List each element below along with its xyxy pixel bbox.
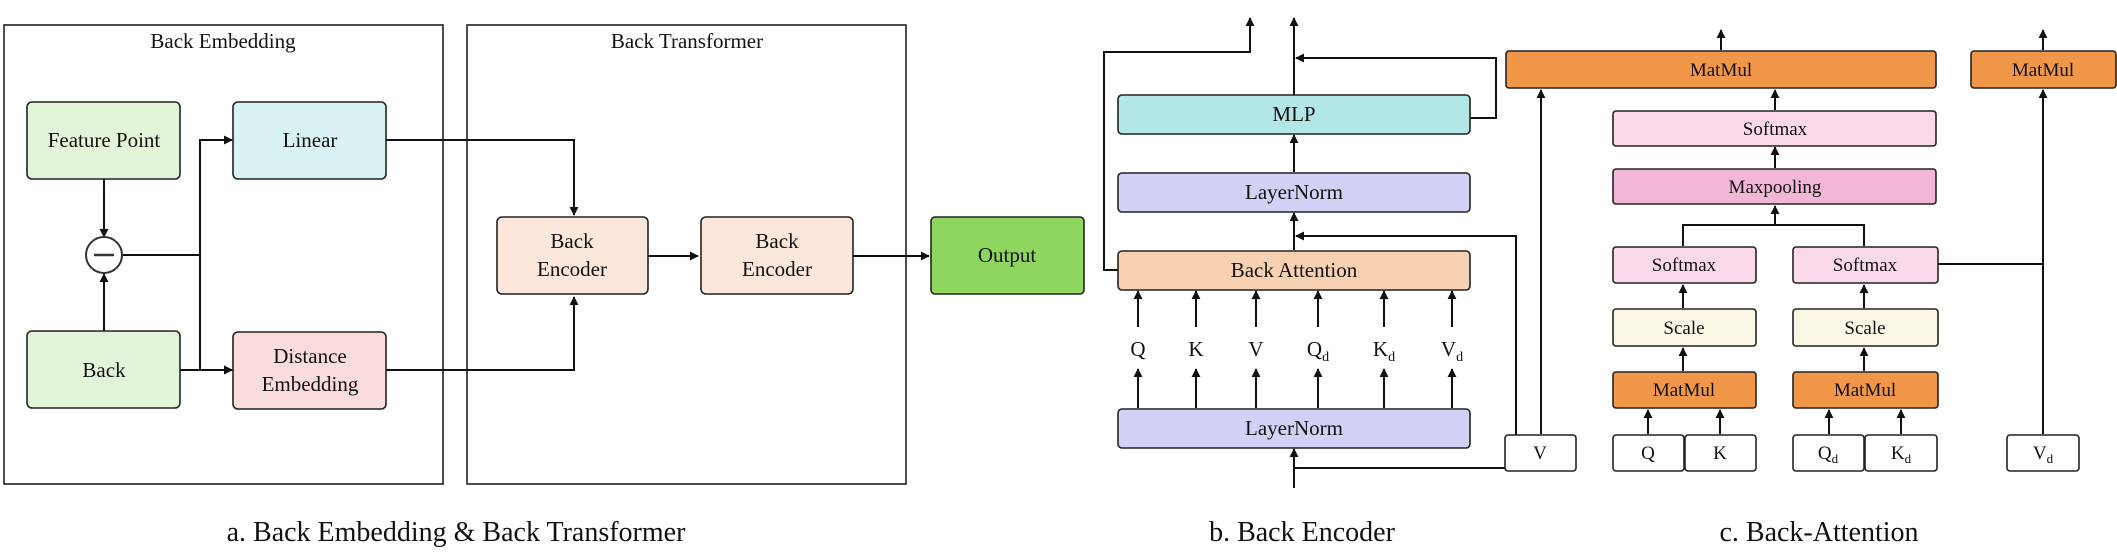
input-label-qd: Qd — [1307, 337, 1329, 365]
back-embedding-title: Back Embedding — [150, 29, 296, 53]
back-embedding-frame — [3, 24, 444, 485]
distance-embedding-label-2: Embedding — [262, 372, 359, 396]
matmul-top-box — [1505, 50, 1937, 89]
input-label-k: K — [1188, 337, 1203, 361]
merge-softmax-branches — [1682, 224, 1865, 246]
input-kd-box — [1864, 434, 1938, 472]
maxpooling-box — [1612, 168, 1937, 205]
caption-a: a. Back Embedding & Back Transformer — [227, 517, 686, 548]
softmax-right-box — [1792, 246, 1939, 284]
layernorm-bottom-box — [1117, 408, 1471, 449]
output-label: Output — [978, 243, 1037, 267]
mlp-box — [1117, 94, 1471, 135]
back-encoder-2-label-1: Back — [755, 229, 799, 253]
arrow-distance-to-encoder — [386, 296, 579, 371]
input-arrows — [1133, 290, 1457, 408]
input-vd-label: Vd — [2033, 443, 2054, 466]
scale-left-label: Scale — [1663, 318, 1704, 339]
input-label-v: V — [1248, 337, 1263, 361]
matmul-mid-label: MatMul — [1834, 380, 1896, 401]
arrow-attention-out — [1103, 17, 1255, 271]
mlp-label: MLP — [1272, 102, 1315, 126]
feature-point-label: Feature Point — [48, 128, 161, 152]
back-transformer-frame — [466, 24, 907, 485]
softmax-left-box — [1612, 246, 1757, 284]
matmul-top-label: MatMul — [1690, 60, 1752, 81]
input-k-label: K — [1713, 443, 1727, 464]
caption-c: c. Back-Attention — [1719, 517, 1918, 548]
matmul-mid-box — [1792, 371, 1939, 409]
input-vd-box — [2006, 434, 2080, 472]
input-label-kd: Kd — [1373, 337, 1395, 365]
softmax-right-label: Softmax — [1833, 255, 1898, 276]
back-label: Back — [82, 358, 126, 382]
input-qd-box — [1792, 434, 1865, 472]
input-v-box — [1504, 434, 1577, 472]
back-encoder-2-box — [700, 216, 854, 295]
input-q-box — [1612, 434, 1685, 472]
arrow-linear-to-encoder — [386, 139, 579, 216]
feature-point-box — [26, 101, 181, 180]
softmax-top-label: Softmax — [1743, 119, 1808, 140]
linear-label: Linear — [283, 128, 338, 152]
matmul-left-label: MatMul — [1653, 380, 1715, 401]
distance-embedding-label-1: Distance — [273, 344, 346, 368]
input-k-box — [1684, 434, 1757, 472]
panel-c: MatMul MatMul Softmax Maxpooling Softmax… — [1504, 29, 2117, 548]
back-encoder-1-box — [496, 216, 649, 295]
panel-a: Back Embedding Back Transformer Feature … — [3, 24, 1085, 548]
residual-mlp — [1295, 53, 1497, 119]
input-v-label: V — [1533, 443, 1547, 464]
back-attention-box — [1117, 250, 1471, 291]
matmul-right-label: MatMul — [2012, 60, 2074, 81]
caption-b: b. Back Encoder — [1209, 517, 1395, 548]
back-transformer-title: Back Transformer — [611, 29, 763, 53]
scale-right-box — [1792, 308, 1939, 347]
softmax-left-label: Softmax — [1652, 255, 1717, 276]
output-box — [930, 216, 1085, 295]
distance-embedding-box — [232, 331, 387, 410]
panel-b: MLP LayerNorm Back Attention LayerNorm Q… — [1103, 17, 1517, 548]
layernorm-top-box — [1117, 172, 1471, 213]
input-label-q: Q — [1130, 337, 1145, 361]
input-label-vd: Vd — [1441, 337, 1463, 365]
softmax-top-box — [1612, 110, 1937, 147]
scale-right-label: Scale — [1844, 318, 1885, 339]
matmul-right-box — [1970, 50, 2117, 89]
scale-left-box — [1612, 308, 1757, 347]
back-encoder-1-label-2: Encoder — [537, 257, 607, 281]
layernorm-bottom-label: LayerNorm — [1245, 416, 1343, 440]
layernorm-top-label: LayerNorm — [1245, 180, 1343, 204]
arrow-minus-to-distance — [199, 255, 233, 375]
maxpooling-label: Maxpooling — [1729, 177, 1822, 198]
back-attention-label: Back Attention — [1231, 258, 1358, 282]
back-box — [26, 330, 181, 409]
back-encoder-2-label-2: Encoder — [742, 257, 812, 281]
matmul-left-box — [1612, 371, 1757, 409]
arrow-minus-to-linear — [122, 135, 233, 256]
input-qd-label: Qd — [1818, 443, 1839, 466]
back-encoder-1-label-1: Back — [550, 229, 594, 253]
linear-box — [232, 101, 387, 180]
input-q-label: Q — [1641, 443, 1655, 464]
input-kd-label: Kd — [1891, 443, 1912, 466]
